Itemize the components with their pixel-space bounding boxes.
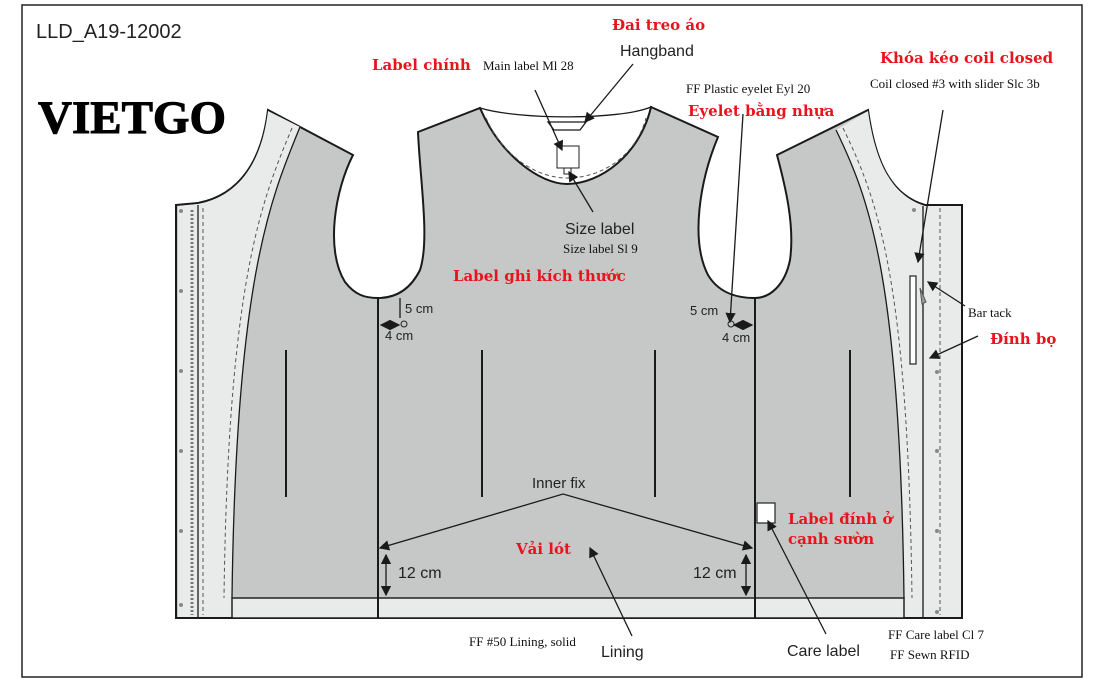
snap-icon <box>179 209 183 213</box>
care-label-code: FF Care label Cl 7 <box>888 627 985 642</box>
right-eyelet-vertical-measure: 5 cm <box>690 303 718 318</box>
left-eyelet-horizontal-measure: 4 cm <box>385 328 413 343</box>
left-inner-fix-height: 12 cm <box>398 565 442 582</box>
care-label-tag <box>756 502 776 524</box>
size-label-title: Size label <box>565 221 634 238</box>
right-front-panel <box>754 108 963 619</box>
care-label: Care label <box>787 643 860 660</box>
lining-code: FF #50 Lining, solid <box>469 634 576 649</box>
hangband-vi-label: Đai treo áo <box>612 16 705 34</box>
zipper <box>909 275 917 365</box>
left-eyelet-vertical-measure: 5 cm <box>405 301 433 316</box>
zipper-code: Coil closed #3 with slider Slc 3b <box>870 76 1040 91</box>
eyelet-vi-label: Eyelet bằng nhựa <box>688 102 835 120</box>
side-label-vi-line2: cạnh sườn <box>788 530 874 548</box>
main-label-code: Main label Ml 28 <box>483 58 574 73</box>
eyelet-code: FF Plastic eyelet Eyl 20 <box>686 81 810 96</box>
vietgo-logo: VIETGO <box>38 92 226 144</box>
size-label-code: Size label Sl 9 <box>563 241 638 256</box>
main-label-vi: Label chính <box>372 56 471 74</box>
left-front-panel <box>175 108 379 619</box>
side-label-vi-line1: Label đính ở <box>788 510 894 528</box>
lining-vi-label: Vải lót <box>515 540 571 558</box>
bar-tack-vi-label: Đính bọ <box>990 330 1056 348</box>
zipper-slider <box>919 287 927 305</box>
hem-band <box>231 597 905 619</box>
hangband-label: Hangband <box>620 43 694 60</box>
bar-tack-label: Bar tack <box>968 305 1012 320</box>
right-eyelet-horizontal-measure: 4 cm <box>722 330 750 345</box>
inner-fix-label: Inner fix <box>532 475 586 492</box>
rfid-code: FF Sewn RFID <box>890 647 969 662</box>
right-inner-fix-height: 12 cm <box>693 565 737 582</box>
back-panel <box>377 105 756 619</box>
leader-lines <box>378 63 979 637</box>
size-label-vi: Label ghi kích thước <box>453 267 626 285</box>
eyelet-left <box>400 320 408 328</box>
lining-label: Lining <box>601 644 644 661</box>
document-code: LLD_A19-12002 <box>36 21 182 43</box>
zipper-vi-label: Khóa kéo coil closed <box>880 49 1054 67</box>
main-label <box>556 145 580 169</box>
